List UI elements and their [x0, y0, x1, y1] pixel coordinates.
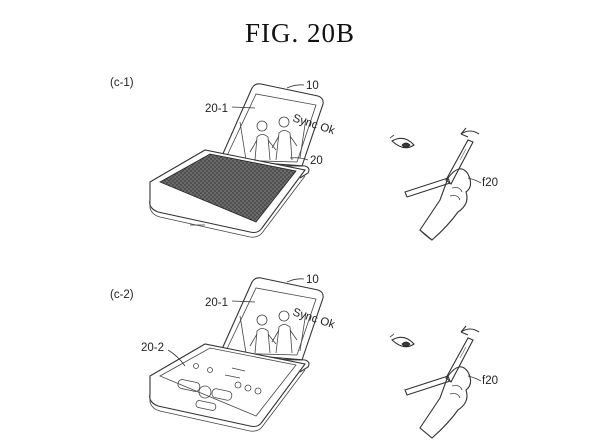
panel-c1: (c-1) Sync Ok [110, 77, 498, 241]
people-illustration [239, 310, 307, 354]
leader-20-1 [231, 300, 256, 303]
people-illustration [239, 116, 307, 161]
lower-base-body [149, 149, 306, 238]
leader-20 [289, 157, 309, 161]
leader-20-1 [231, 106, 256, 109]
eye-icon [389, 333, 415, 348]
callout-upper-screen: 20-1 [205, 103, 228, 115]
callout-device: 10 [306, 80, 319, 92]
upper-screen-body: Sync Ok [217, 277, 336, 361]
leader-f20 [467, 375, 482, 382]
eye-icon [389, 134, 415, 149]
media-controls [177, 363, 262, 411]
leader-10 [286, 84, 305, 89]
panel-c2: (c-2) Sync Ok [110, 274, 498, 439]
figure-title: FIG. 20B [245, 18, 355, 48]
callout-upper-screen: 20-1 [205, 297, 228, 309]
hand-holding-device-icon [404, 325, 480, 439]
callout-side: f20 [482, 177, 498, 189]
lower-base-body [149, 343, 306, 432]
upper-screen-body: Sync Ok [217, 83, 336, 167]
lower-screen-shaded [159, 153, 297, 223]
lower-screen-ui [159, 347, 297, 417]
leader-20-2 [167, 349, 186, 367]
rotate-arrow-icon [460, 325, 469, 336]
hand-holding-device-icon [404, 127, 480, 241]
leader-10 [286, 278, 305, 283]
panel-label: (c-2) [110, 289, 134, 301]
callout-device: 10 [306, 274, 319, 286]
callout-lower-screen: 20-2 [141, 342, 164, 354]
callout-lower-screen: 20 [310, 155, 323, 167]
callout-side: f20 [482, 375, 498, 387]
panel-label: (c-1) [110, 77, 134, 89]
leader-f20 [467, 177, 482, 184]
rotate-arrow-icon [460, 127, 469, 138]
